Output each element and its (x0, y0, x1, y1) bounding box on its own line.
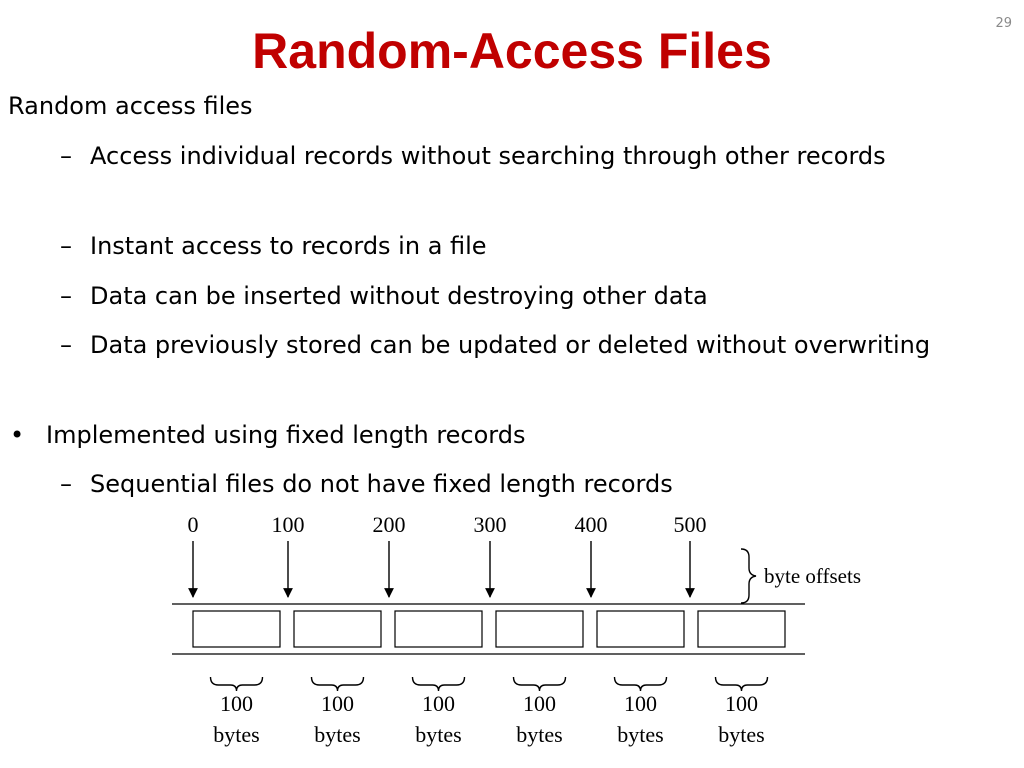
record-size-unit: bytes (516, 722, 562, 747)
slide-title: Random-Access Files (252, 23, 772, 79)
dash-marker: – (60, 232, 72, 260)
record-size-unit: bytes (415, 722, 461, 747)
record-size-brace (209, 676, 264, 692)
offset-label: 100 (272, 512, 305, 537)
record-size-number: 100 (220, 691, 253, 716)
dash-marker: – (60, 331, 72, 359)
dash-marker: – (60, 470, 72, 498)
record-size-unit: bytes (314, 722, 360, 747)
record-size-unit: bytes (718, 722, 764, 747)
record-size-number: 100 (422, 691, 455, 716)
sub-bullet-sequential: Sequential files do not have fixed lengt… (90, 470, 673, 498)
bullet-marker: • (10, 421, 25, 449)
offsets-brace (740, 548, 757, 604)
offset-label: 300 (474, 512, 507, 537)
sub-bullet-3: Data can be inserted without destroying … (90, 282, 708, 310)
record-size-number: 100 (321, 691, 354, 716)
offset-label: 0 (188, 512, 199, 537)
record-box (596, 610, 685, 648)
offset-label: 400 (575, 512, 608, 537)
sub-bullet-1: Access individual records without search… (90, 142, 886, 170)
byte-offset-diagram: 0 100 200 300 400 500 byte offsets 100 bytes 100 b… (172, 512, 861, 747)
bullet-fixed-length: Implemented using fixed length records (46, 421, 526, 449)
record-box (495, 610, 584, 648)
record-size-number: 100 (725, 691, 758, 716)
record-size-unit: bytes (617, 722, 663, 747)
slide-number: 29 (995, 16, 1012, 31)
record-box (394, 610, 483, 648)
byte-offsets-label: byte offsets (764, 564, 861, 588)
record-size-brace (411, 676, 466, 692)
record-size-brace (512, 676, 567, 692)
record-box (293, 610, 382, 648)
record-size-brace (310, 676, 365, 692)
record-size-brace (613, 676, 668, 692)
heading-random-access: Random access files (8, 92, 253, 120)
dash-marker: – (60, 282, 72, 310)
record-size-number: 100 (523, 691, 556, 716)
record-box (192, 610, 281, 648)
offset-label: 500 (674, 512, 707, 537)
sub-bullet-2: Instant access to records in a file (90, 232, 487, 260)
dash-marker: – (60, 142, 72, 170)
sub-bullet-4: Data previously stored can be updated or… (90, 331, 931, 359)
record-size-number: 100 (624, 691, 657, 716)
record-box (697, 610, 786, 648)
offset-label: 200 (373, 512, 406, 537)
record-size-brace (714, 676, 769, 692)
record-size-unit: bytes (213, 722, 259, 747)
